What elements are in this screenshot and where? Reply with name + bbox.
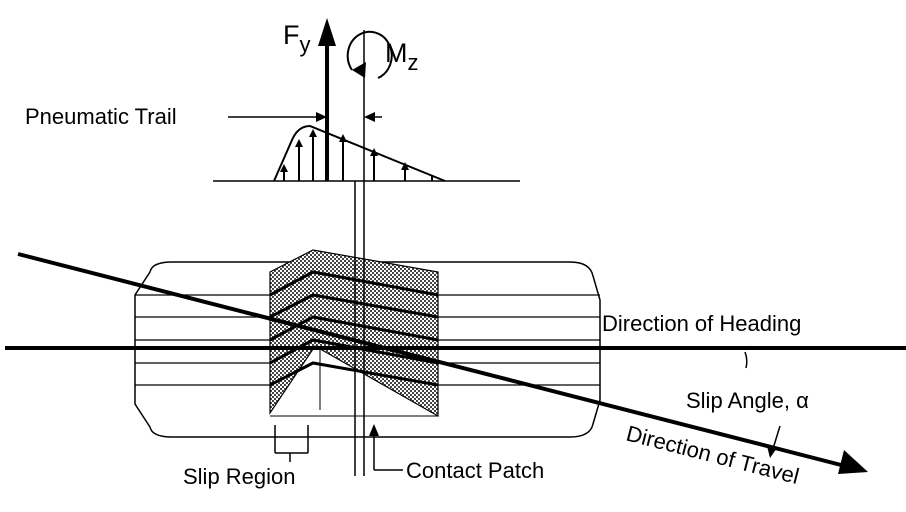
- slip-region-label: Slip Region: [183, 464, 296, 489]
- slip-angle-arrow: [767, 446, 777, 458]
- fy-arrowhead: [318, 18, 336, 46]
- slip-angle-arc: [744, 351, 748, 369]
- travel-line: [17, 252, 846, 468]
- pneumatic-trail-label: Pneumatic Trail: [25, 104, 177, 129]
- direction-of-heading-label: Direction of Heading: [602, 311, 801, 336]
- travel-arrowhead: [838, 450, 868, 474]
- patch-grooves: [269, 270, 439, 387]
- mz-moment-arc: [346, 30, 393, 79]
- distribution-arrows: [283, 133, 433, 181]
- trail-arrow-left: [316, 112, 327, 122]
- fy-label: Fy: [283, 20, 311, 57]
- slip-region-bracket: [274, 425, 309, 462]
- mz-arrowhead: [352, 62, 366, 78]
- distribution-arrowheads: [280, 129, 409, 172]
- contact-patch-arrow: [369, 424, 379, 436]
- contact-patch: [269, 249, 439, 418]
- slip-angle-label: Slip Angle, α: [686, 388, 809, 413]
- tread-grooves: [135, 294, 600, 386]
- distribution-envelope: [273, 124, 446, 182]
- contact-patch-label: Contact Patch: [406, 458, 544, 483]
- mz-label: Mz: [385, 38, 419, 75]
- tire-outline: [134, 261, 601, 438]
- trail-arrow-right: [364, 112, 375, 122]
